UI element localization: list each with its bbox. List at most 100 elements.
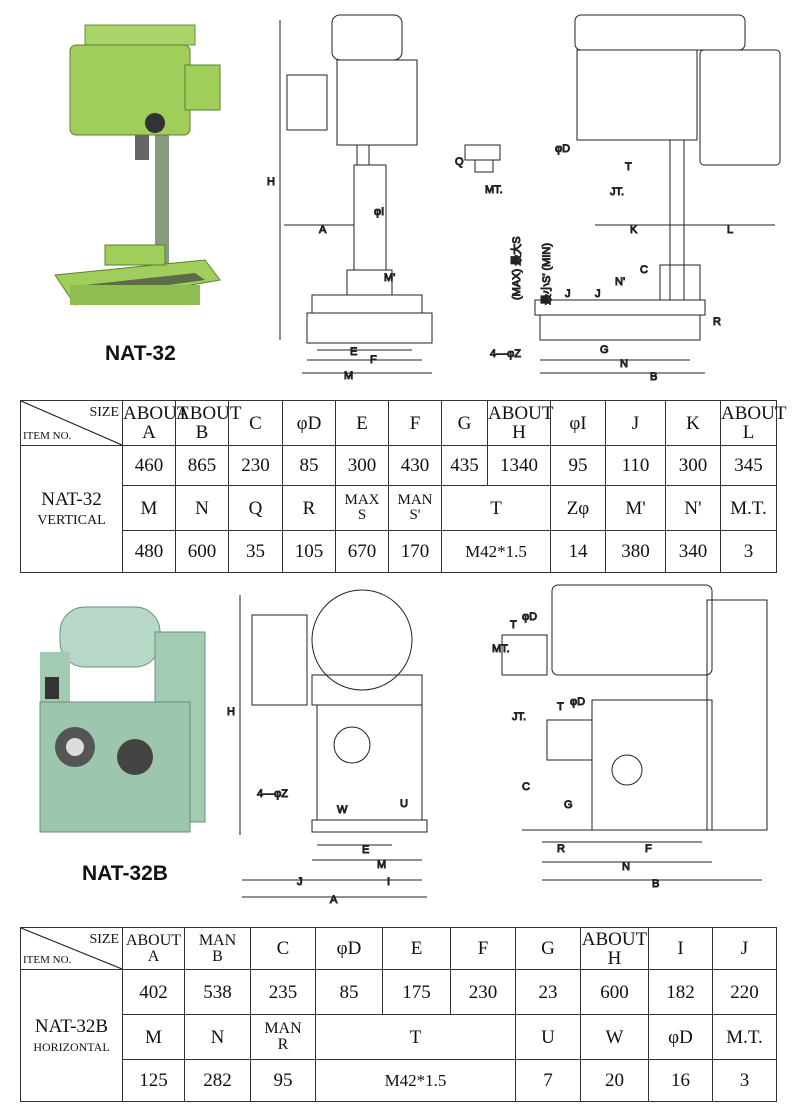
value-cell: 865 <box>175 445 229 486</box>
dim-label: N <box>622 861 630 873</box>
value-cell: 340 <box>665 530 721 573</box>
dim-label: H <box>227 706 235 718</box>
column-header: φD <box>648 1014 713 1060</box>
dim-label: 4—φZ <box>490 348 521 360</box>
column-header: M' <box>605 485 666 531</box>
nat-32-machine-photo <box>54 24 221 306</box>
dim-label: φI <box>374 206 384 218</box>
value-cell: M42*1.5 <box>441 530 551 573</box>
value-cell: 7 <box>515 1059 581 1102</box>
column-header: M <box>122 485 176 531</box>
dim-label: 最小S' (MIN) <box>540 243 553 305</box>
dim-label: E <box>362 844 369 856</box>
column-header: G <box>441 400 488 446</box>
value-cell: 600 <box>580 969 649 1015</box>
dim-label: MT. <box>485 184 503 196</box>
value-cell: 125 <box>122 1059 185 1102</box>
dim-label: B <box>650 371 657 383</box>
value-cell: 85 <box>315 969 383 1015</box>
nat-32-side-drawing: φD Q T MT. JT. K L (MAX) 最大S 最小S' (MIN) … <box>455 14 781 384</box>
value-cell: 105 <box>282 530 336 573</box>
column-header: M <box>122 1014 185 1060</box>
dim-label: J <box>565 288 571 300</box>
value-cell: 230 <box>228 445 283 486</box>
dim-label: C <box>522 781 530 793</box>
dim-label: G <box>564 799 573 811</box>
dim-label: N <box>620 358 628 370</box>
column-header: T <box>315 1014 516 1060</box>
column-header: E <box>382 927 451 970</box>
column-header: W <box>580 1014 649 1060</box>
value-cell: 430 <box>388 445 442 486</box>
column-header: N <box>175 485 229 531</box>
dim-label: F <box>645 843 652 855</box>
column-header: F <box>450 927 516 970</box>
value-cell: 380 <box>605 530 666 573</box>
value-cell: 538 <box>184 969 251 1015</box>
column-header: Zφ <box>550 485 606 531</box>
dim-label: J <box>595 288 601 300</box>
column-header: J <box>712 927 777 970</box>
dim-label: B <box>652 878 659 890</box>
value-cell: 175 <box>382 969 451 1015</box>
value-cell: 95 <box>250 1059 316 1102</box>
dim-label: N' <box>615 276 625 288</box>
column-header: G <box>515 927 581 970</box>
dim-label: L <box>727 224 733 236</box>
column-header: U <box>515 1014 581 1060</box>
dim-label: G <box>600 344 609 356</box>
dim-label: I <box>387 876 390 888</box>
dim-label: U <box>400 798 408 810</box>
dim-label: φD <box>570 696 585 708</box>
dim-label: E <box>350 346 357 358</box>
value-cell: 300 <box>665 445 721 486</box>
value-cell: 345 <box>720 445 777 486</box>
dim-label: A <box>319 224 327 236</box>
value-cell: 300 <box>335 445 389 486</box>
dim-label: 4—φZ <box>257 788 288 800</box>
nat-32b-machine-photo <box>39 606 206 833</box>
dim-label: (MAX) 最大S <box>509 236 523 300</box>
dim-label: φD <box>555 143 570 155</box>
dim-label: JT. <box>610 186 624 198</box>
dim-label: R <box>557 843 565 855</box>
dim-label: K <box>630 224 638 236</box>
dim-label: T <box>557 701 564 713</box>
column-header: T <box>441 485 551 531</box>
dim-label: JT. <box>512 711 526 723</box>
value-cell: 3 <box>712 1059 777 1102</box>
value-cell: 23 <box>515 969 581 1015</box>
dim-label: MT. <box>492 643 510 655</box>
dim-label: M' <box>384 272 395 284</box>
column-header: φD <box>282 400 336 446</box>
value-cell: M42*1.5 <box>315 1059 516 1102</box>
dim-label: φD <box>522 611 537 623</box>
column-header: N' <box>665 485 721 531</box>
column-header: Q <box>228 485 283 531</box>
column-header: F <box>388 400 442 446</box>
column-header: M.T. <box>720 485 777 531</box>
column-header: C <box>250 927 316 970</box>
value-cell: 85 <box>282 445 336 486</box>
value-cell: 1340 <box>487 445 551 486</box>
column-header: E <box>335 400 389 446</box>
value-cell: 16 <box>648 1059 713 1102</box>
model-label-nat-32b: NAT-32B <box>82 862 168 885</box>
column-header: M.T. <box>712 1014 777 1060</box>
dim-label: H <box>267 176 275 188</box>
dim-label: F <box>370 354 377 366</box>
value-cell: 460 <box>122 445 176 486</box>
model-label-nat-32: NAT-32 <box>105 342 176 365</box>
value-cell: 20 <box>580 1059 649 1102</box>
nat-32b-front-drawing: H 4—φZ W U E M I J A <box>227 589 428 907</box>
